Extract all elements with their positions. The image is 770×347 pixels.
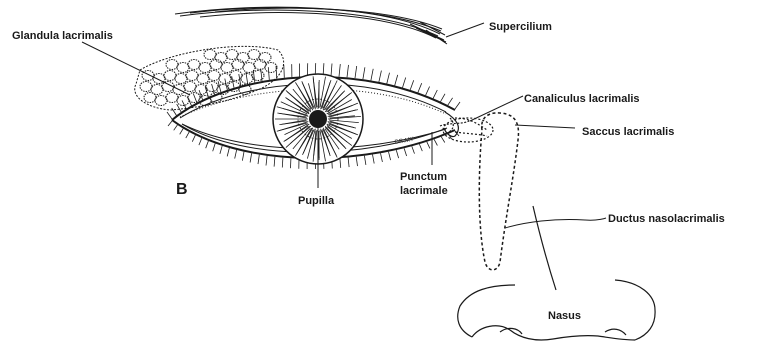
upper-eyelash [433,90,437,98]
lower-eyelash [434,139,437,145]
upper-eyelash [347,65,349,77]
label-nasus: Nasus [548,310,581,322]
gland-lobule [204,50,216,60]
gland-lobule [188,60,200,70]
leader-canaliculus [470,96,523,121]
lower-eyelash [282,158,283,168]
gland-lobule [164,71,176,81]
upper-eyelash [167,112,172,119]
leader-glandula [82,42,190,95]
gland-lobule [199,63,211,73]
lower-eyelash [389,152,391,160]
label-canaliculus-lacrimalis: Canaliculus lacrimalis [524,93,640,105]
lower-eyelash [227,148,229,156]
medial-canthus [440,112,470,137]
lower-eyelash [419,144,422,151]
lower-eyelash [381,153,383,162]
gland-lobule [248,50,260,60]
upper-eyelash [188,97,192,106]
lower-eyelash [427,142,430,149]
gland-lobule [230,71,242,81]
label-ductus-nasolacrimalis: Ductus nasolacrimalis [608,213,725,225]
upper-eyelash [225,79,228,90]
label-punctum-lacrimale-line1: Punctum [400,171,447,183]
label-punctum-lacrimale-line2: lacrimale [400,185,448,197]
lower-eyelash [340,158,341,168]
label-glandula-lacrimalis: Glandula lacrimalis [12,30,113,42]
pupil [309,110,327,128]
gland-lobule [219,74,231,84]
lacrimal-gland [135,46,284,110]
upper-eyelash [268,67,269,80]
upper-eyelash [363,67,365,79]
lower-eyelash [192,135,195,142]
gland-lobule [166,60,178,70]
gland-lobule [184,82,196,92]
leader-saccus [515,125,575,128]
lower-eyelash [373,155,375,164]
upper-eyelash [355,66,357,78]
upper-eyelash [284,65,285,78]
lower-eyelash [242,152,244,161]
label-saccus-lacrimalis: Saccus lacrimalis [582,126,674,138]
lower-eyelash [356,157,357,166]
upper-eyelash [395,75,398,86]
lower-eyelash [266,156,267,166]
upper-eyelash [448,98,453,105]
gland-lobule [155,96,167,106]
eyebrow [175,7,447,44]
lacrimal-sac-and-duct [479,113,518,270]
gland-lobule [175,74,187,84]
gland-lobule [226,50,238,60]
lower-eyelash [274,157,275,167]
upper-eyelash [455,102,460,109]
upper-eyelash [261,69,262,82]
leader-ductus [505,218,606,228]
upper-eyelash [426,87,430,96]
gland-lobule [265,63,277,73]
lower-eyelash [180,129,184,135]
lower-eyelash [258,155,259,164]
lower-eyelash [186,132,189,138]
lower-eyelash [206,141,209,148]
gland-lobule [140,82,152,92]
gland-lobule [177,63,189,73]
lower-eyelash [213,143,216,151]
lower-eyelash [404,148,407,156]
lower-eyelash [199,138,202,145]
upper-eyelash [387,73,390,84]
label-supercilium: Supercilium [489,21,552,33]
lower-eyelash [250,153,252,162]
lower-eyelash [168,121,172,126]
upper-eyelash [371,69,373,81]
gland-lobule [186,71,198,81]
lower-eyelash [174,125,178,131]
lower-eyelash [364,156,366,165]
upper-eyelash [418,83,422,92]
lower-eyelash [412,146,415,153]
lower-eyelash [220,146,222,154]
lower-eyelash [441,137,445,143]
leader-supercilium [446,23,484,37]
upper-eyelash [331,64,332,77]
upper-eyelash [172,108,177,116]
gland-lobule [208,71,220,81]
lower-eyelash [348,158,349,168]
label-pupilla: Pupilla [298,195,335,207]
upper-eyelash [403,78,406,88]
lower-eyelash [396,150,398,158]
lower-eyelash [235,150,237,159]
gland-lobule [221,63,233,73]
panel-letter: B [176,181,188,198]
upper-eyelash [339,64,340,77]
upper-eyelash [212,84,215,95]
upper-eyelash [441,94,446,102]
upper-eyelash [410,80,414,90]
upper-eyelash [193,93,197,102]
upper-eyelash [379,71,382,82]
gland-lobule [197,74,209,84]
